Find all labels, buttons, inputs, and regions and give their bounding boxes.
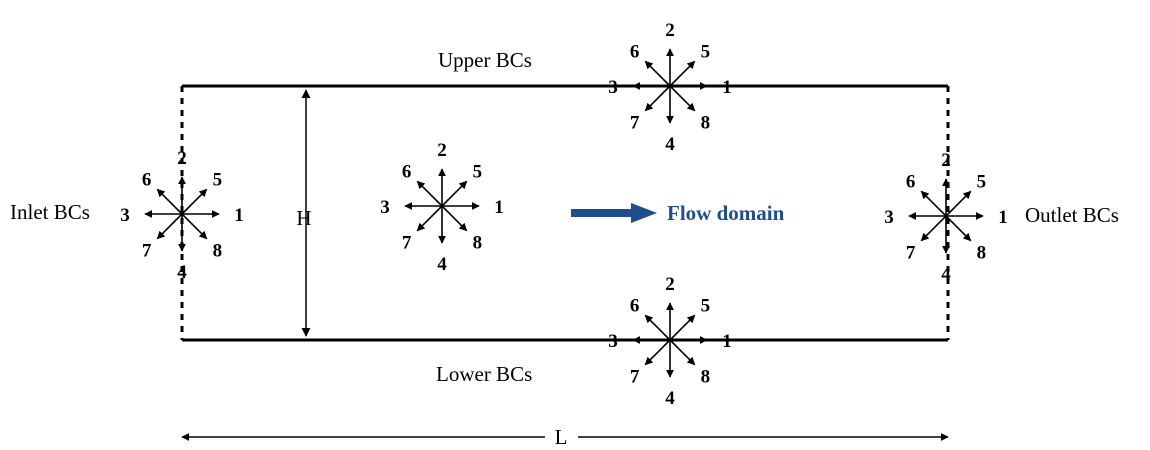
direction-label-2: 2 — [177, 148, 187, 169]
direction-arrow-7 — [644, 85, 671, 112]
direction-label-7: 7 — [630, 112, 640, 133]
direction-label-6: 6 — [630, 42, 640, 63]
direction-label-2: 2 — [665, 274, 675, 295]
stencil-outlet: 1 2 3 4 5 6 7 8 — [884, 150, 1008, 285]
stencil-interior: 1 2 3 4 5 6 7 8 — [380, 140, 504, 275]
height-label: H — [296, 206, 311, 230]
direction-label-1: 1 — [722, 77, 732, 98]
direction-label-4: 4 — [665, 134, 675, 155]
length-label: L — [555, 425, 568, 449]
direction-label-3: 3 — [608, 331, 618, 352]
direction-label-2: 2 — [941, 150, 951, 171]
direction-label-8: 8 — [473, 232, 483, 253]
direction-label-6: 6 — [906, 172, 916, 193]
direction-label-5: 5 — [977, 172, 987, 193]
direction-label-5: 5 — [213, 170, 223, 191]
direction-label-6: 6 — [630, 296, 640, 317]
direction-label-8: 8 — [977, 242, 987, 263]
direction-label-1: 1 — [494, 197, 504, 218]
direction-label-3: 3 — [608, 77, 618, 98]
direction-label-2: 2 — [437, 140, 447, 161]
direction-label-7: 7 — [142, 240, 152, 261]
upper-bcs-label: Upper BCs — [438, 48, 532, 72]
direction-arrow-6 — [416, 180, 443, 207]
stencil-inlet: 1 2 3 4 5 6 7 8 — [120, 148, 244, 283]
direction-label-6: 6 — [142, 170, 152, 191]
stencil-lower: 1 2 3 4 5 6 7 8 — [608, 274, 732, 409]
flow-domain-label: Flow domain — [667, 201, 785, 225]
direction-label-6: 6 — [402, 162, 412, 183]
direction-arrow-5 — [669, 60, 696, 87]
direction-label-5: 5 — [701, 42, 711, 63]
direction-label-3: 3 — [120, 205, 130, 226]
direction-arrow-7 — [156, 213, 183, 240]
direction-arrow-8 — [945, 215, 972, 242]
direction-arrow-6 — [156, 188, 183, 215]
outlet-bcs-label: Outlet BCs — [1025, 203, 1119, 227]
direction-label-1: 1 — [722, 331, 732, 352]
direction-arrow-8 — [669, 85, 696, 112]
direction-label-1: 1 — [998, 207, 1008, 228]
direction-arrow-6 — [644, 314, 671, 341]
direction-label-7: 7 — [630, 366, 640, 387]
direction-arrow-8 — [441, 205, 468, 232]
direction-label-3: 3 — [380, 197, 390, 218]
direction-arrow-6 — [920, 190, 947, 217]
direction-label-8: 8 — [701, 112, 711, 133]
direction-label-2: 2 — [665, 20, 675, 41]
inlet-bcs-label: Inlet BCs — [10, 200, 90, 224]
direction-label-4: 4 — [941, 264, 951, 285]
direction-label-4: 4 — [437, 254, 447, 275]
lower-bcs-label: Lower BCs — [436, 362, 532, 386]
direction-label-4: 4 — [665, 388, 675, 409]
direction-arrow-5 — [441, 180, 468, 207]
direction-arrow-6 — [644, 60, 671, 87]
direction-arrow-5 — [669, 314, 696, 341]
direction-arrow-7 — [644, 339, 671, 366]
direction-label-3: 3 — [884, 207, 894, 228]
direction-label-7: 7 — [402, 232, 412, 253]
direction-arrow-8 — [181, 213, 208, 240]
stencil-upper: 1 2 3 4 5 6 7 8 — [608, 20, 732, 155]
direction-label-5: 5 — [701, 296, 711, 317]
direction-arrow-7 — [416, 205, 443, 232]
direction-arrow-7 — [920, 215, 947, 242]
direction-label-8: 8 — [701, 366, 711, 387]
direction-arrow-8 — [669, 339, 696, 366]
direction-arrow-5 — [945, 190, 972, 217]
direction-label-1: 1 — [234, 205, 244, 226]
flow-arrow-head — [631, 203, 657, 223]
direction-label-7: 7 — [906, 242, 916, 263]
direction-label-5: 5 — [473, 162, 483, 183]
direction-arrow-5 — [181, 188, 208, 215]
direction-label-4: 4 — [177, 262, 187, 283]
direction-label-8: 8 — [213, 240, 223, 261]
